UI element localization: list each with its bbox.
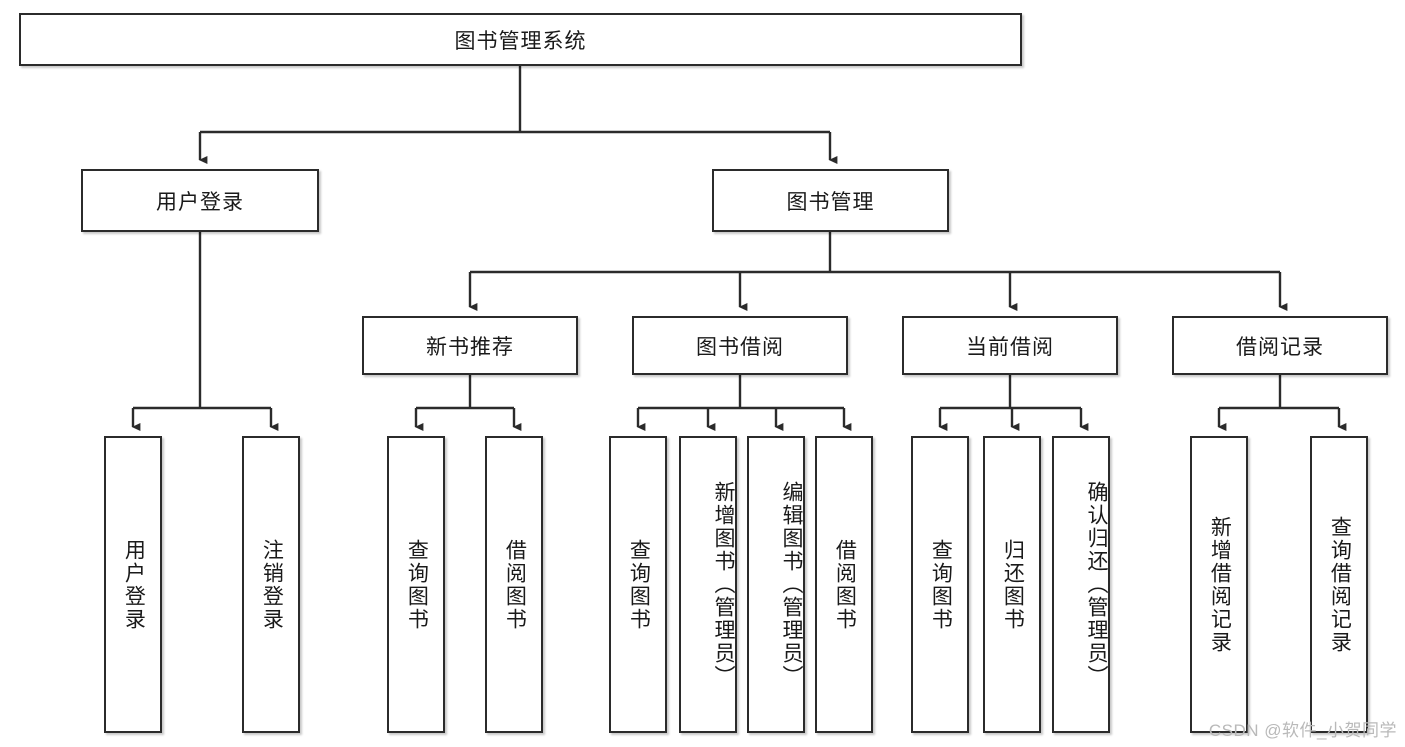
node-leaf-return-book[interactable]: 归还图书 [983, 436, 1041, 733]
node-current-borrow[interactable]: 当前借阅 [902, 316, 1118, 375]
node-leaf-user-logout-label: 注销登录 [260, 538, 284, 631]
node-root[interactable]: 图书管理系统 [19, 13, 1022, 66]
node-leaf-user-logout[interactable]: 注销登录 [242, 436, 300, 733]
node-borrow-record[interactable]: 借阅记录 [1172, 316, 1388, 375]
node-leaf-edit-book-admin[interactable]: 编辑图书（管理员） [747, 436, 805, 733]
node-leaf-confirm-return-admin-label: 确认归还（管理员） [1085, 481, 1108, 688]
node-leaf-add-borrow-record-label: 新增借阅记录 [1208, 515, 1232, 654]
node-leaf-confirm-return-admin[interactable]: 确认归还（管理员） [1052, 436, 1110, 733]
node-current-borrow-label: 当前借阅 [966, 335, 1054, 359]
node-book-borrow[interactable]: 图书借阅 [632, 316, 848, 375]
node-leaf-user-login-label: 用户登录 [122, 538, 146, 631]
node-leaf-borrow-book-1[interactable]: 借阅图书 [485, 436, 543, 733]
node-leaf-query-borrow-record[interactable]: 查询借阅记录 [1310, 436, 1368, 733]
node-leaf-borrow-book-2-label: 借阅图书 [833, 538, 857, 631]
node-leaf-query-borrow-record-label: 查询借阅记录 [1328, 515, 1352, 654]
node-leaf-query-book-3-label: 查询图书 [929, 538, 953, 631]
node-leaf-add-book-admin-label: 新增图书（管理员） [712, 481, 735, 688]
watermark: CSDN @软件_小贺同学 [1208, 721, 1397, 740]
node-leaf-add-book-admin[interactable]: 新增图书（管理员） [679, 436, 737, 733]
node-leaf-return-book-label: 归还图书 [1001, 538, 1025, 631]
node-book-manage[interactable]: 图书管理 [712, 169, 949, 232]
node-leaf-query-book-2[interactable]: 查询图书 [609, 436, 667, 733]
node-root-label: 图书管理系统 [454, 29, 587, 53]
node-user-login[interactable]: 用户登录 [81, 169, 319, 232]
node-borrow-record-label: 借阅记录 [1236, 335, 1324, 359]
node-new-book-rec-label: 新书推荐 [426, 335, 514, 359]
node-leaf-borrow-book-2[interactable]: 借阅图书 [815, 436, 873, 733]
node-leaf-borrow-book-1-label: 借阅图书 [503, 538, 527, 631]
node-leaf-query-book-1[interactable]: 查询图书 [387, 436, 445, 733]
node-leaf-query-book-1-label: 查询图书 [405, 538, 429, 631]
node-book-borrow-label: 图书借阅 [696, 335, 784, 359]
node-new-book-rec[interactable]: 新书推荐 [362, 316, 578, 375]
node-leaf-edit-book-admin-label: 编辑图书（管理员） [780, 481, 803, 688]
node-leaf-query-book-3[interactable]: 查询图书 [911, 436, 969, 733]
node-user-login-label: 用户登录 [156, 190, 244, 214]
node-book-manage-label: 图书管理 [786, 190, 875, 214]
node-leaf-user-login[interactable]: 用户登录 [104, 436, 162, 733]
node-leaf-add-borrow-record[interactable]: 新增借阅记录 [1190, 436, 1248, 733]
node-leaf-query-book-2-label: 查询图书 [627, 538, 651, 631]
